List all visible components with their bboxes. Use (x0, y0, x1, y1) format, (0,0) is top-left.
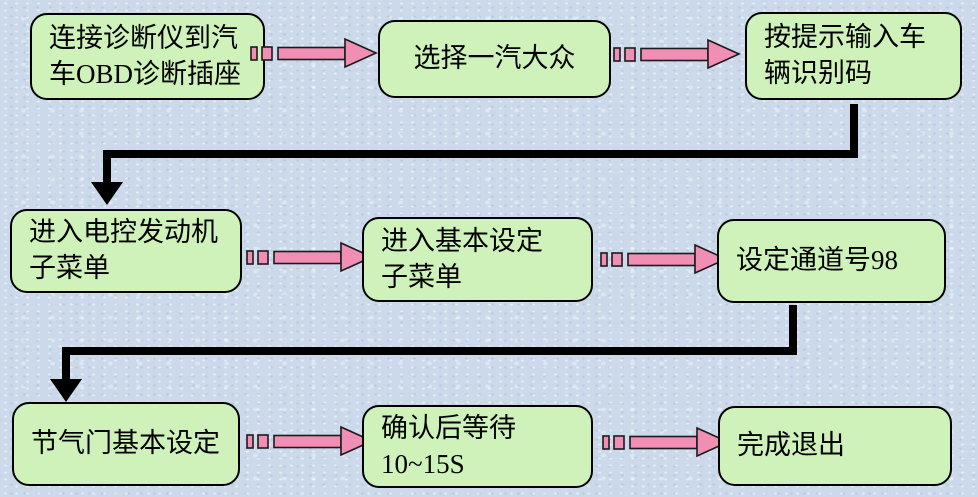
step-enter-vin: 按提示输入车 辆识别码 (745, 12, 962, 100)
step-label: 选择一汽大众 (413, 43, 576, 74)
step-label: 连接诊断仪到汽 车OBD诊断插座 (49, 22, 242, 89)
step-label: 节气门基本设定 (31, 428, 220, 459)
flow-arrow-icon (613, 38, 741, 70)
step-enter-engine-submenu: 进入电控发动机 子菜单 (10, 209, 242, 293)
flow-arrow-icon (246, 425, 374, 457)
flow-arrow-icon (250, 37, 378, 69)
connector-2-drop-segment (62, 347, 70, 381)
step-enter-basic-setting-submenu: 进入基本设定 子菜单 (362, 217, 593, 302)
step-label: 设定通道号98 (736, 245, 898, 276)
connector-2-arrowhead-icon (50, 379, 82, 402)
connector-1-arrowhead-icon (91, 182, 123, 205)
connector-1-down-segment (850, 104, 858, 158)
step-connect-diagnostic-tool: 连接诊断仪到汽 车OBD诊断插座 (30, 13, 265, 100)
flow-arrow-icon (246, 241, 374, 273)
step-finish-exit: 完成退出 (718, 406, 952, 486)
connector-2-horizontal-segment (62, 347, 797, 355)
step-select-faw-vw: 选择一汽大众 (378, 20, 611, 98)
step-label: 进入基本设定 子菜单 (381, 225, 543, 292)
step-label: 确认后等待 10~15S (381, 412, 516, 479)
flow-arrow-icon (600, 243, 728, 275)
step-confirm-and-wait: 确认后等待 10~15S (362, 405, 593, 488)
step-label: 完成退出 (737, 430, 845, 461)
step-throttle-basic-setting: 节气门基本设定 (12, 402, 240, 486)
connector-2-down-segment (789, 305, 797, 355)
step-set-channel-98: 设定通道号98 (717, 219, 946, 303)
connector-1-horizontal-segment (103, 150, 858, 158)
step-label: 按提示输入车 辆识别码 (764, 22, 926, 88)
flow-arrow-icon (602, 426, 730, 458)
connector-1-drop-segment (103, 150, 111, 184)
step-label: 进入电控发动机 子菜单 (29, 217, 218, 283)
